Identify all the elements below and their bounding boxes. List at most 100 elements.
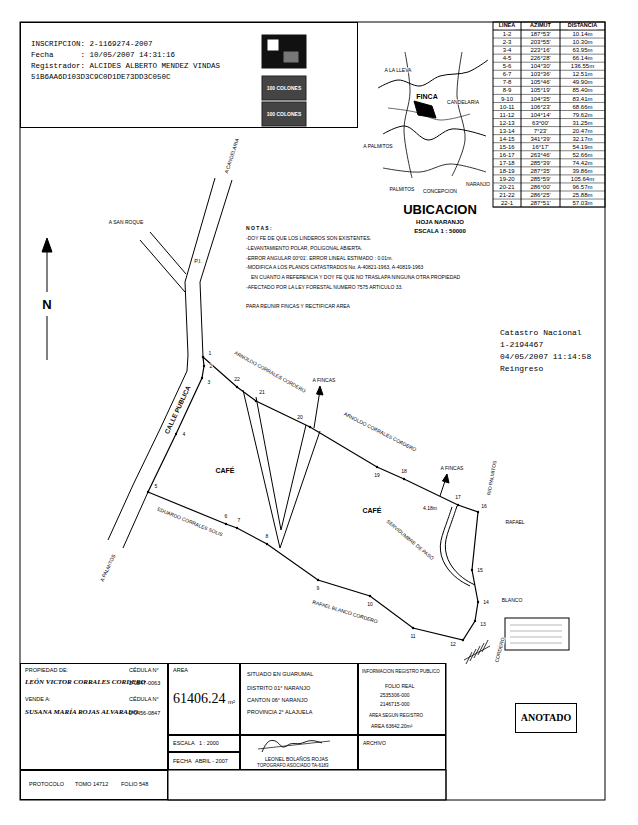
table-rule: [560, 22, 561, 207]
table-cell: 105°19': [530, 87, 550, 93]
table-cell: 6-7: [503, 71, 512, 77]
table-cell: 10-11: [500, 104, 515, 110]
survey-point: [477, 511, 479, 513]
table-cell: 54.19m: [572, 144, 592, 150]
point-number: 6: [225, 514, 228, 519]
table-cell: 285°59': [530, 176, 550, 182]
point-number: 20: [297, 415, 303, 420]
table-cell: 17-18: [499, 160, 514, 166]
map-label: A FINCAS: [441, 466, 464, 471]
table-cell: 223°16': [530, 47, 550, 53]
table-cell: AZIMUT: [530, 23, 551, 29]
cell-text: PROTOCOLO: [29, 782, 64, 788]
north-arrow: [47, 250, 48, 292]
north-arrow-head: [42, 238, 52, 252]
stamp-text: 100 COLONES: [267, 86, 301, 91]
cell-text: 2-0247-0063: [129, 681, 160, 687]
stamp-text: 100 COLONES: [267, 112, 301, 117]
survey-point: [266, 543, 268, 545]
cell-text: TOPOGRAFO ASOCIADO TA-6183: [257, 764, 329, 769]
survey-point: [462, 639, 464, 641]
map-label: RAFAEL: [505, 520, 524, 525]
cell-text: VENDE A:: [25, 697, 50, 703]
survey-point: [317, 579, 319, 581]
table-cell: 68.66m: [572, 104, 592, 110]
table-cell: 31.25m: [572, 120, 592, 126]
inset-label: FINCA: [416, 93, 437, 100]
inset-label: PALMITOS: [390, 187, 415, 192]
survey-point: [471, 569, 473, 571]
survey-point: [309, 426, 311, 428]
survey-point: [225, 523, 227, 525]
note-line: -MODIFICA A LOS PLANOS CATASTRADOS No. A…: [246, 265, 423, 270]
cell-text: CÉDULA N°: [129, 697, 159, 703]
registry-info-cell: INFORMACION REGISTRO PUBLICOFOLIO REAL25…: [358, 663, 446, 735]
table-cell: 96.57m: [572, 184, 592, 190]
road-edge: [123, 492, 148, 548]
survey-point: [376, 466, 378, 468]
point-number: 9: [317, 586, 320, 591]
table-cell: 19-20: [499, 176, 514, 182]
road-edge: [108, 178, 215, 540]
easement-edge: [256, 397, 306, 530]
scale-cell: ESCALA1 : 2000: [168, 735, 240, 752]
cell-text: ESCALA: [173, 741, 195, 747]
inset-label: HOJA NARANJO: [416, 219, 464, 225]
map-label: 4.18m: [423, 506, 437, 511]
map-label: BLANCO: [502, 598, 523, 603]
map-label: A FINCAS: [313, 378, 336, 383]
point-number: 1: [209, 351, 212, 356]
annotated-stamp: ANOTADO: [515, 703, 577, 733]
table-cell: 14-15: [499, 136, 514, 142]
inset-label: CANDELARIA: [447, 100, 479, 105]
table-cell: 286°00': [530, 184, 550, 190]
table-cell: 104°14': [530, 112, 550, 118]
survey-point: [175, 433, 177, 435]
survey-point: [147, 491, 149, 493]
table-cell: 66.14m: [572, 55, 592, 61]
registry-stamp-box: INSCRIPCION: 2-1169274-2007Fecha : 10/05…: [20, 22, 358, 128]
map-label: SERVIDUMBRE DE PASO: [385, 519, 434, 561]
cadastre-stamp-text: 1-2194467: [500, 341, 543, 349]
map-label: CAFÉ: [215, 467, 234, 474]
survey-point: [369, 595, 371, 597]
access-arrow-head: [443, 474, 450, 483]
cell-text: 2-0456-0847: [129, 711, 160, 717]
survey-point: [477, 601, 479, 603]
inset-road: [383, 126, 486, 140]
cell-text: ANOTADO: [521, 713, 571, 723]
point-number: 7: [238, 518, 241, 523]
survey-point: [474, 620, 476, 622]
engineer-stamp-line: [510, 625, 562, 626]
map-label: ARNOLDO CORRALES CORDERO: [234, 350, 307, 393]
cell-text: m²: [228, 699, 235, 705]
table-cell: 49.90m: [572, 79, 592, 85]
point-number: 17: [455, 495, 461, 500]
north-arrow: [47, 316, 48, 360]
map-label: A PALMITOS: [100, 554, 117, 583]
point-number: 16: [481, 504, 487, 509]
engineer-stamp-line: [510, 643, 562, 644]
note-line: -LEVANTAMIENTO POLAR, POLIGONAL ABIERTA.: [246, 246, 362, 251]
table-cell: 79.62m: [572, 112, 592, 118]
cell-text: AREA: [173, 668, 188, 674]
table-cell: 10.30m: [572, 39, 592, 45]
cell-text: ABRIL - 2007: [195, 759, 228, 765]
cell-text: 2146715-000: [380, 702, 409, 707]
table-cell: 9-10: [501, 96, 513, 102]
parcel-boundary: [148, 357, 478, 640]
table-cell: 187°53': [530, 31, 550, 37]
cell-text: Fecha : 10/05/2007 14:31:16: [31, 52, 175, 60]
table-cell: 105.64m: [571, 176, 594, 182]
point-number: 3: [208, 380, 211, 385]
map-label: RIO PALMITOS: [486, 460, 497, 495]
table-cell: 11-12: [500, 112, 515, 118]
cell-text: FOLIO 548: [121, 782, 148, 788]
stamp-image: [284, 52, 298, 62]
point-number: 10: [367, 602, 373, 607]
engineer-stamp-line: [510, 631, 562, 632]
inset-label: ESCALA 1 : 50000: [414, 228, 465, 234]
engineer-stamp-line: [510, 637, 562, 638]
table-cell: 285°39': [530, 160, 550, 166]
